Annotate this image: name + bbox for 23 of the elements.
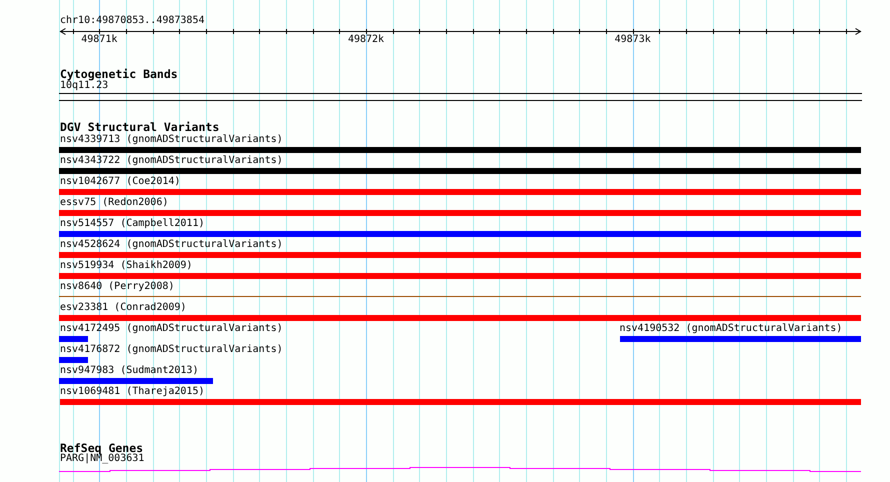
variant-label: nsv1042677 (Coe2014) <box>60 176 180 188</box>
variant-label: essv75 (Redon2006) <box>60 197 168 209</box>
tick-label: 49872k <box>348 34 384 46</box>
variant-label: nsv4190532 (gnomADStructuralVariants) <box>620 323 842 335</box>
variant-label: nsv4339713 (gnomADStructuralVariants) <box>60 134 283 146</box>
variant-label: nsv4176872 (gnomADStructuralVariants) <box>60 344 283 356</box>
track-heading: DGV Structural Variants <box>60 121 220 133</box>
variant-label: nsv519934 (Shaikh2009) <box>60 260 192 272</box>
variant-label: nsv947983 (Sudmant2013) <box>60 365 198 377</box>
track-heading: Cytogenetic Bands <box>60 68 178 80</box>
variant-label: nsv1069481 (Thareja2015) <box>60 386 204 398</box>
variant-label: nsv4343722 (gnomADStructuralVariants) <box>60 155 283 167</box>
variant-label: nsv4172495 (gnomADStructuralVariants) <box>60 323 283 335</box>
variant-label: nsv8640 (Perry2008) <box>60 281 174 293</box>
tick-label: 49873k <box>614 34 651 46</box>
variant-label: esv23381 (Conrad2009) <box>60 302 186 314</box>
gene-label: PARG|NM_003631 <box>60 453 144 465</box>
variant-label: nsv514557 (Campbell2011) <box>60 218 204 230</box>
tick-label: 49871k <box>81 34 118 46</box>
track-heading: RefSeq Genes <box>60 442 144 454</box>
band-label: 10q11.23 <box>60 80 108 92</box>
variant-label: nsv4528624 (gnomADStructuralVariants) <box>60 239 283 251</box>
location-label: chr10:49870853..49873854 <box>60 15 204 27</box>
